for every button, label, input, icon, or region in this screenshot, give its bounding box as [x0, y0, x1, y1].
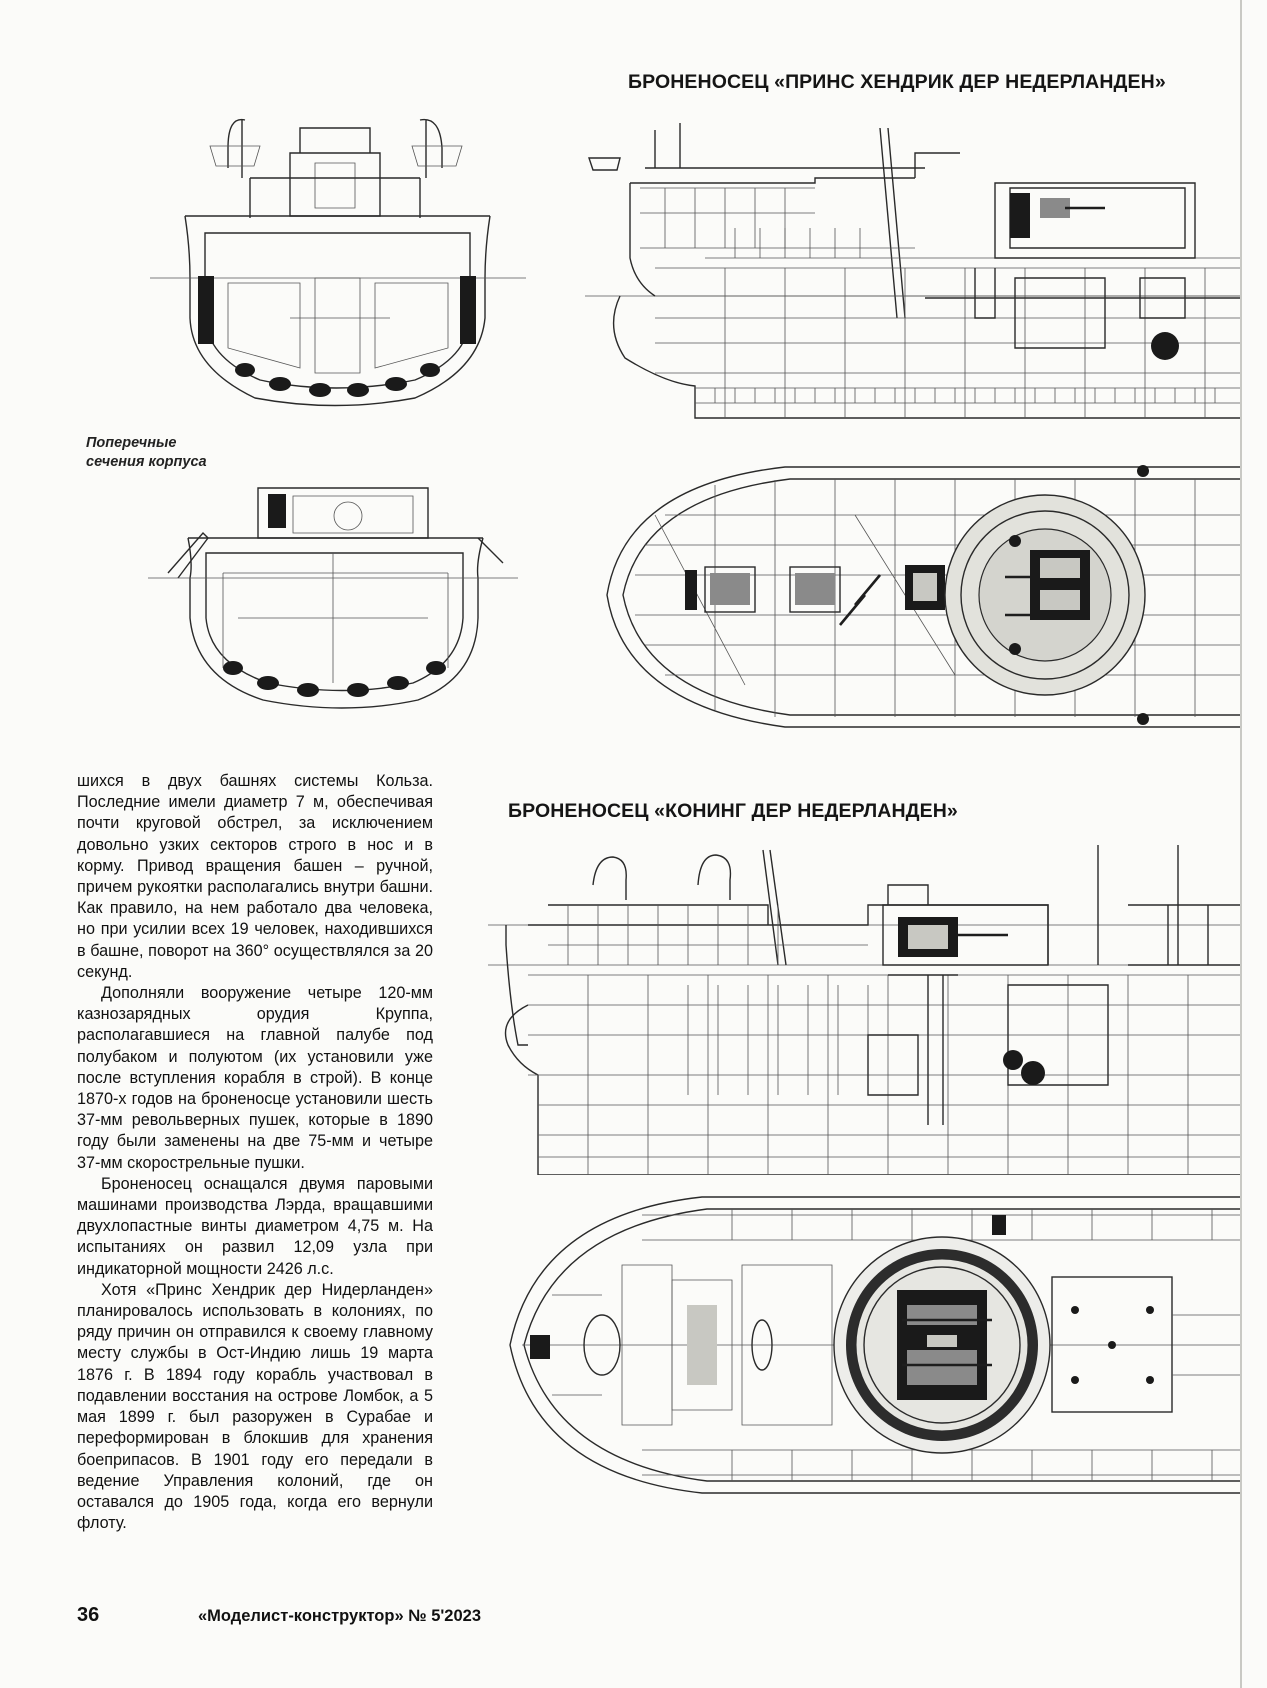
hull-cross-section-upper [150, 118, 526, 407]
page-edge-divider [1240, 0, 1242, 1688]
side-elevation-prins-hendrik [585, 123, 1240, 419]
deck-plan-prins-hendrik [606, 465, 1240, 728]
journal-name: «Моделист-конструктор» № 5'2023 [198, 1607, 482, 1625]
deck-plan-koning [509, 1196, 1240, 1494]
article-paragraph: Хотя «Принс Хендрик дер Нидерланден» пла… [77, 1280, 433, 1533]
ship-title-koning: БРОНЕНОСЕЦ «КОНИНГ ДЕР НЕДЕРЛАНДЕН» [508, 800, 958, 822]
side-elevation-koning [488, 845, 1240, 1175]
article-paragraph: Дополняли вооружение четыре 120-мм казно… [77, 984, 433, 1172]
caption-line-1: Поперечные [86, 435, 177, 451]
article-body: шихся в двух башнях системы Кольза. Посл… [77, 771, 433, 1534]
ship-title-prins-hendrik: БРОНЕНОСЕЦ «ПРИНС ХЕНДРИК ДЕР НЕДЕРЛАНДЕ… [628, 71, 1166, 93]
hull-cross-section-lower [148, 487, 518, 709]
article-paragraph: Броненосец оснащался двумя паровыми маши… [77, 1174, 433, 1278]
article-paragraph: шихся в двух башнях системы Кольза. Посл… [77, 772, 433, 981]
caption-line-2: сечения корпуса [86, 454, 207, 470]
page-number: 36 [77, 1604, 100, 1626]
figure-caption: Поперечные сечения корпуса [86, 434, 286, 472]
